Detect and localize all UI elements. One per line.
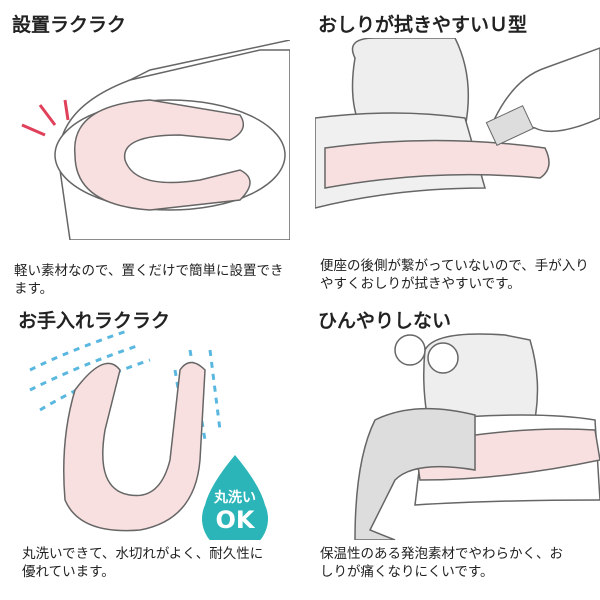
panel-4-description: 保温性のある発泡素材でやわらかく、おしりが痛くなりにくいです。 — [320, 546, 563, 580]
panel-1-description: 軽い素材なので、置くだけで簡単に設置できます。 — [14, 263, 284, 297]
wash-ok-badge: 丸洗い OK — [202, 455, 268, 540]
washing-illustration: 丸洗い OK — [29, 330, 268, 540]
accent-line — [63, 99, 70, 121]
panel-1-title: 設置ラクラク — [12, 14, 127, 36]
accent-line — [38, 104, 57, 126]
warm-seat-illustration — [354, 333, 600, 540]
toilet-seat-placement-illustration — [21, 40, 290, 240]
panel-3-description: 丸洗いできて、水切れがよく、耐久性に優れています。 — [22, 546, 264, 580]
panel-2-title: おしりが拭きやすいＵ型 — [318, 14, 528, 36]
panel-2-description: 便座の後側が繋がっていないので、手が入りやすくおしりが拭きやすいです。 — [320, 258, 589, 292]
panel-3-title: お手入れラクラク — [18, 310, 171, 332]
badge-line1: 丸洗い — [213, 489, 256, 506]
badge-line2: OK — [216, 506, 256, 534]
panel-4-title: ひんやりしない — [318, 310, 452, 332]
wiping-illustration — [315, 38, 600, 209]
accent-line — [21, 123, 46, 137]
